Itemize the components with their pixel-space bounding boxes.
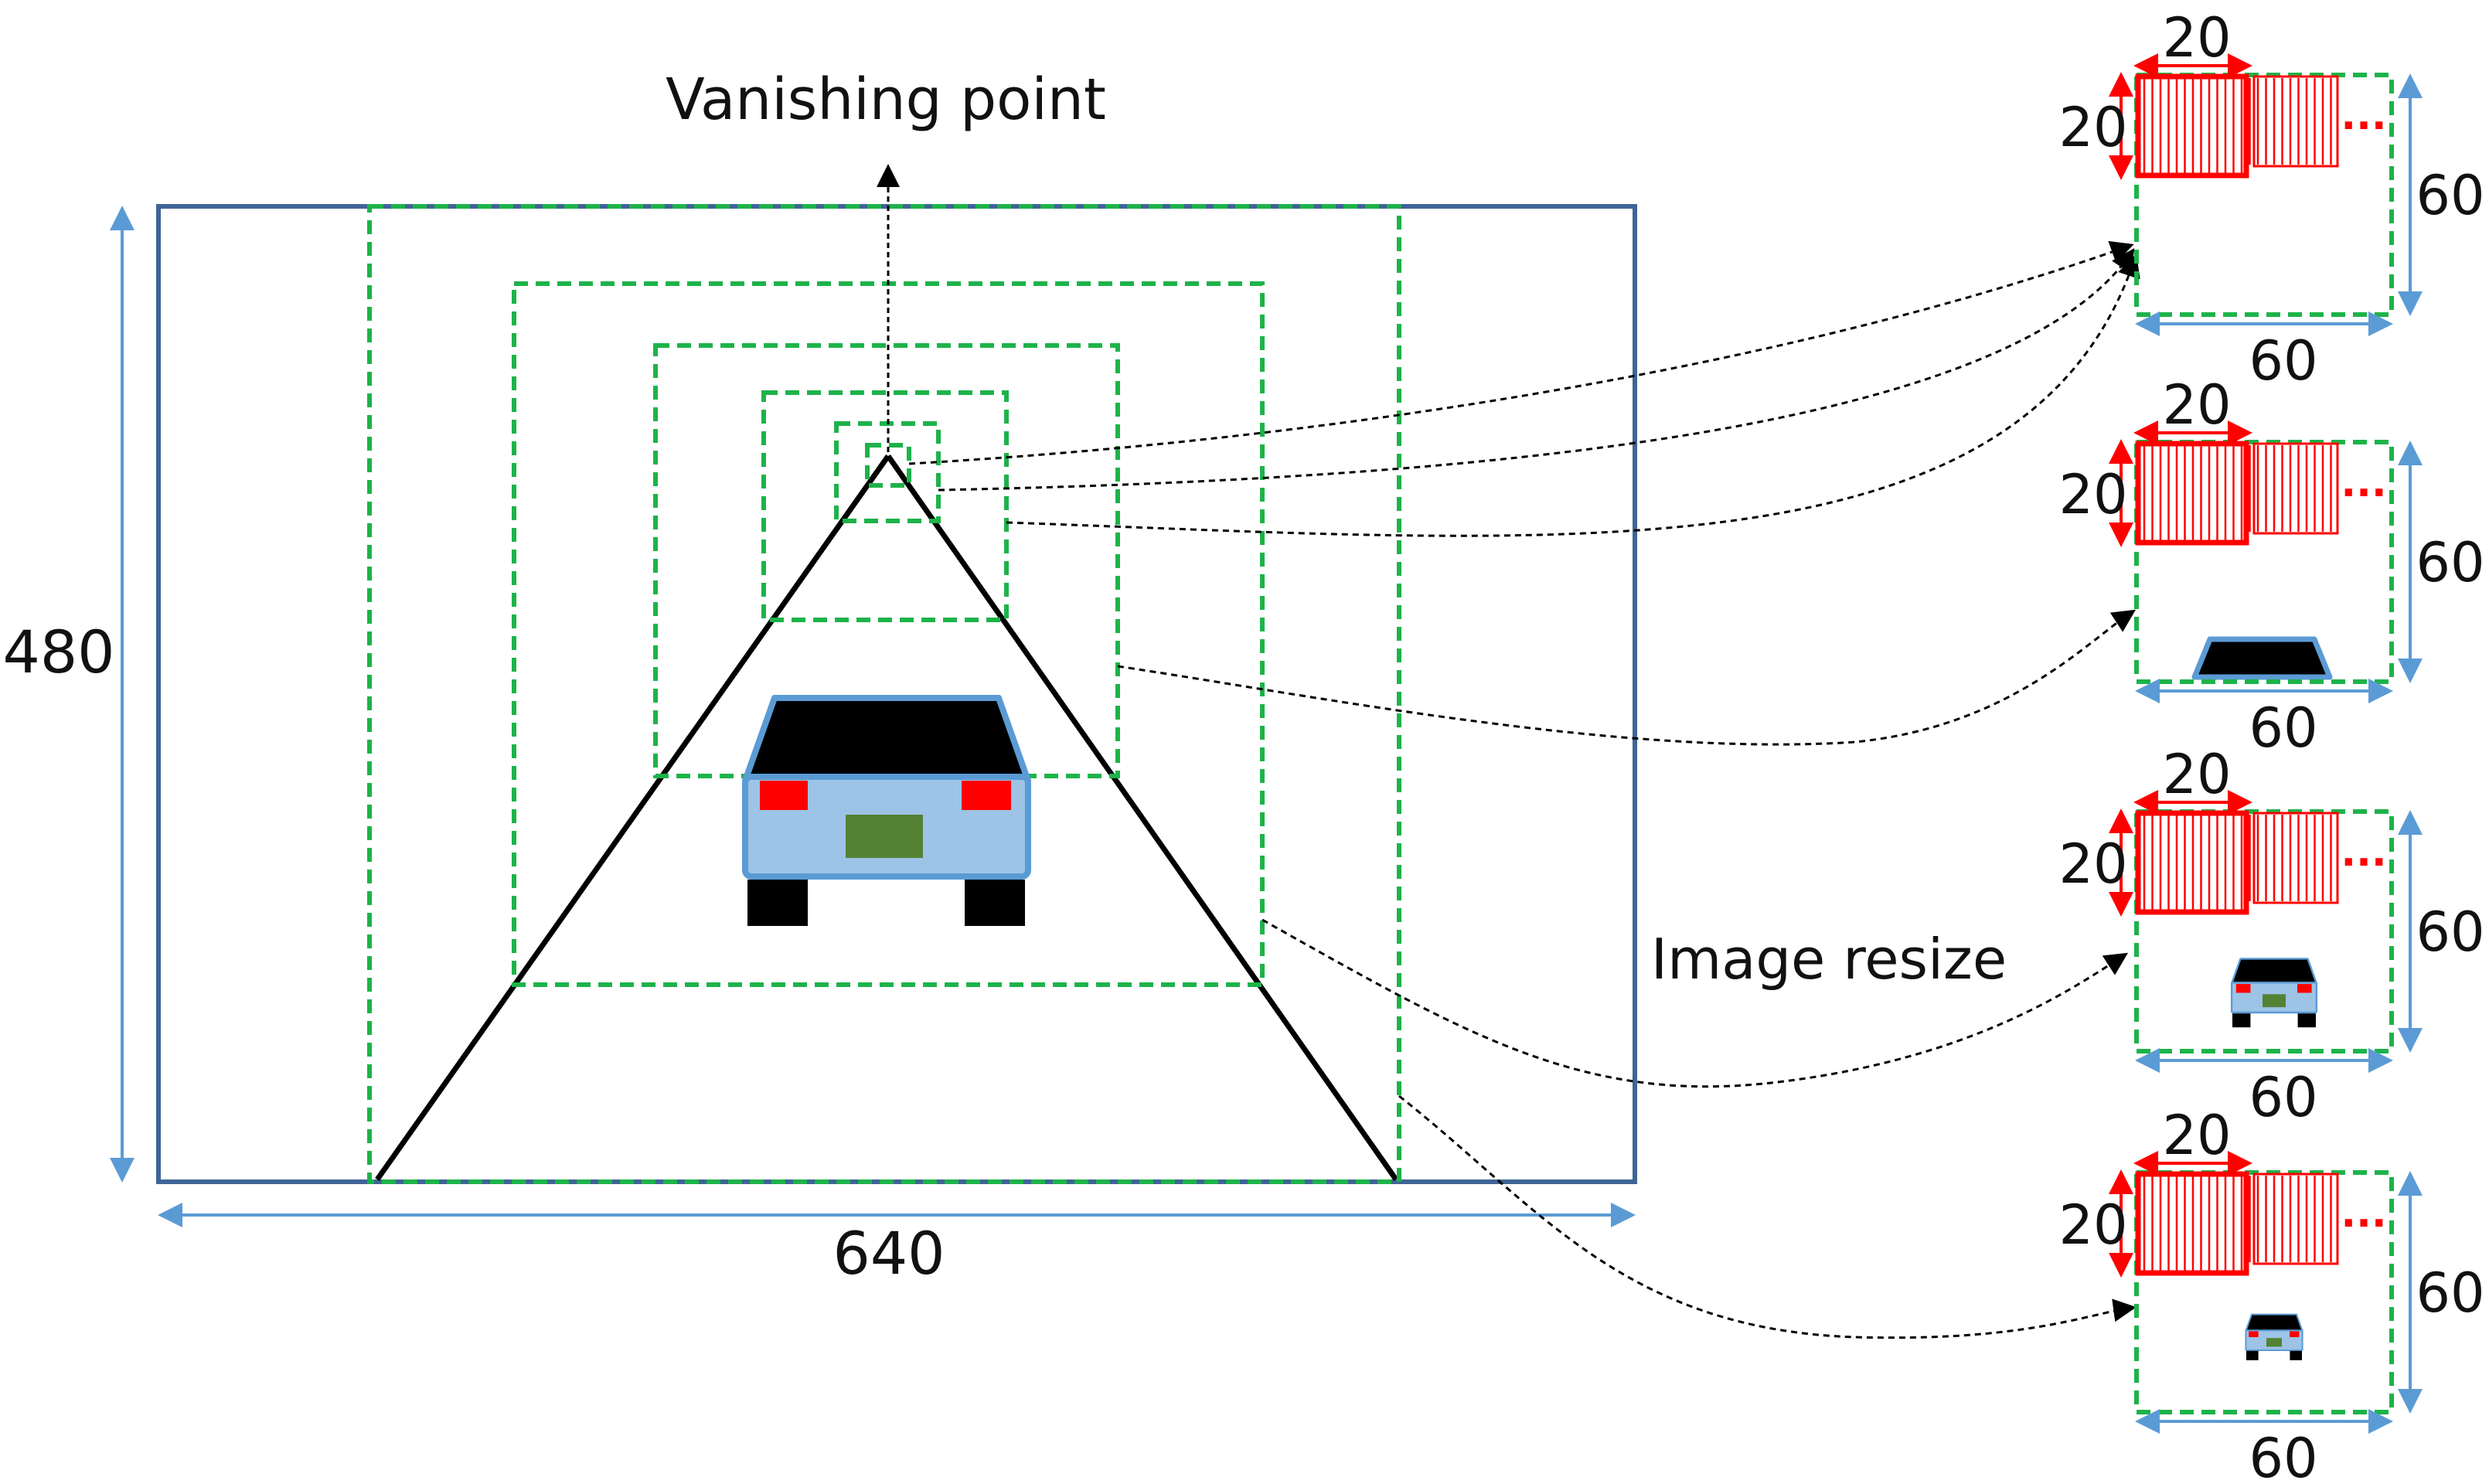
- vanishing-point-label: Vanishing point: [666, 66, 1106, 133]
- patch-car-wheel-left: [2246, 1350, 2259, 1360]
- frame-width-label: 640: [833, 1219, 945, 1288]
- window-height-label: 20: [2058, 463, 2127, 526]
- map-arrow-1: [908, 240, 2134, 465]
- window-height-label: 20: [2058, 832, 2127, 896]
- patch-panel-3: ... 20 20 60 60: [2058, 743, 2484, 1129]
- frame-width-dimension: 640: [158, 1203, 1636, 1288]
- window-height-label: 20: [2058, 1193, 2127, 1257]
- map-arrow-4: [1117, 609, 2137, 746]
- car-license-plate: [846, 815, 923, 858]
- patch-car-wheel-left: [2232, 1013, 2251, 1028]
- patch-height-label: 60: [2416, 164, 2484, 227]
- map-arrow-2: [938, 248, 2135, 492]
- patch-border: [2134, 1170, 2394, 1414]
- patch-car-taillight-right: [2297, 984, 2312, 993]
- roi-box-6: [367, 204, 1401, 1184]
- car-rear-window: [742, 695, 1031, 784]
- window-width-label: 20: [2162, 743, 2231, 806]
- road-right-edge: [886, 454, 1398, 1182]
- patch-car-taillight-right: [2290, 1331, 2300, 1337]
- roi-box-4: [653, 343, 1120, 778]
- vanishing-point-marker: Vanishing point: [666, 66, 1106, 452]
- map-arrow-3: [1006, 254, 2140, 537]
- sliding-window-ellipsis: ...: [2341, 93, 2386, 139]
- resized-patches: ... 20 20 60 60... 20 20 60 60... 20 20 60 60... 20 20…: [2058, 6, 2484, 1484]
- roi-boxes: [367, 204, 1401, 1184]
- sliding-window-next: [2252, 75, 2339, 168]
- patch-panel-1: ... 20 20 60 60: [2058, 6, 2484, 393]
- patch-height-label: 60: [2416, 1261, 2484, 1325]
- map-arrow-5: [1262, 918, 2129, 1088]
- frame-border: [156, 204, 1637, 1184]
- patch-panel-4: ... 20 20 60 60: [2058, 1104, 2484, 1484]
- patch-width-label: 60: [2249, 1427, 2317, 1484]
- image-resize-label: Image resize: [1651, 927, 2007, 992]
- car-taillight-left: [760, 781, 808, 810]
- road-perspective: [375, 454, 1398, 1182]
- car-wheel-right: [965, 880, 1025, 926]
- sliding-window-next: [2252, 442, 2339, 535]
- sliding-window-next: [2252, 812, 2339, 904]
- sliding-window-ellipsis: ...: [2341, 829, 2386, 876]
- patch-car-taillight-left: [2235, 984, 2251, 993]
- patch-car-wheel-right: [2297, 1013, 2316, 1028]
- car-wheel-left: [747, 880, 808, 926]
- patch-car-taillight-left: [2249, 1331, 2259, 1337]
- car-taillight-right: [962, 781, 1011, 810]
- patch-car-window: [2230, 958, 2318, 985]
- road-left-edge: [375, 454, 890, 1182]
- sliding-window-ellipsis: ...: [2341, 460, 2386, 506]
- patch-car-plate: [2266, 1338, 2282, 1347]
- patch-panel-2: ... 20 20 60 60: [2058, 373, 2484, 760]
- sliding-window-next: [2252, 1173, 2339, 1265]
- patch-border: [2134, 809, 2394, 1053]
- frame-height-dimension: 480: [2, 206, 134, 1183]
- car-main: [742, 695, 1031, 926]
- patch-height-label: 60: [2416, 531, 2484, 594]
- patch-width-label: 60: [2249, 696, 2317, 760]
- roi-box-1: [865, 443, 911, 488]
- window-width-label: 20: [2162, 1104, 2231, 1167]
- resize-mapping-arrows: [908, 240, 2140, 1339]
- patch-width-label: 60: [2249, 1066, 2317, 1129]
- patch-car-window: [2245, 1313, 2303, 1332]
- patch-width-label: 60: [2249, 329, 2317, 393]
- sliding-window-ellipsis: ...: [2341, 1190, 2386, 1237]
- window-width-label: 20: [2162, 373, 2231, 437]
- patch-car-plate: [2263, 994, 2286, 1008]
- map-arrow-6: [1398, 1094, 2137, 1339]
- frame-height-label: 480: [2, 618, 114, 686]
- patch-car-wheel-right: [2290, 1350, 2302, 1360]
- window-width-label: 20: [2162, 6, 2231, 70]
- patch-border: [2134, 73, 2394, 317]
- patch-height-label: 60: [2416, 900, 2484, 964]
- roi-box-3: [761, 390, 1009, 622]
- patch-car-window-partial: [2191, 636, 2333, 680]
- window-height-label: 20: [2058, 96, 2127, 159]
- camera-frame: [156, 204, 1637, 1184]
- patch-border: [2134, 440, 2394, 684]
